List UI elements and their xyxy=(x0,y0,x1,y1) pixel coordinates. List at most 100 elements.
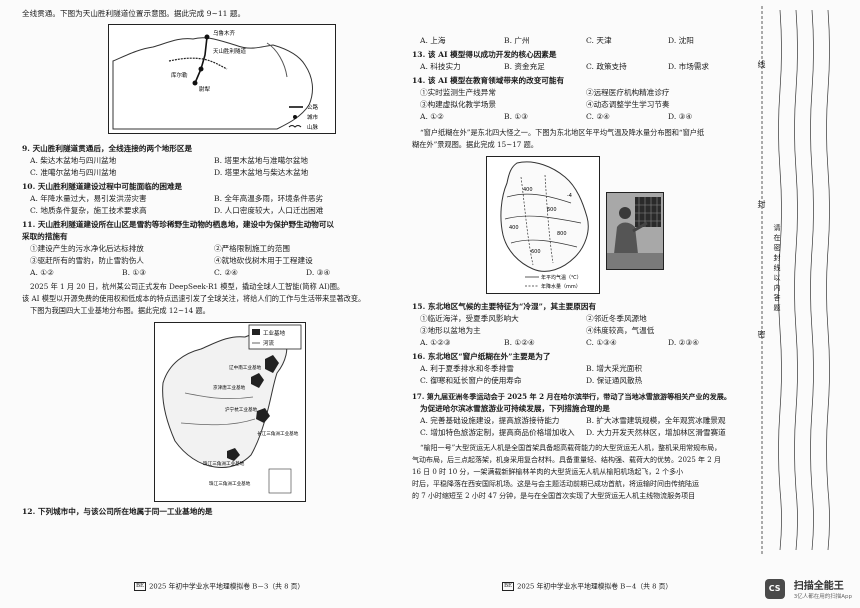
q13-option-c: C. 政策支持 xyxy=(586,62,627,71)
legend-mountain: 山脉 xyxy=(307,123,319,131)
label-zhujiang: 珠江三角洲工业基地 xyxy=(203,460,245,467)
q16-option-b: B. 增大采光面积 xyxy=(586,364,642,373)
q14-item-1: ①实时监测生产线异常 xyxy=(420,88,496,97)
q11-option-b: B. ①③ xyxy=(122,268,147,277)
northeast-climate-map: 400 600 800 400 600 -4 年平均气温（℃） 年降水量（mm） xyxy=(486,156,600,294)
passage-deepseek-1: 2025 年 1 月 20 日，杭州某公司正式发布 DeepSeek-R1 模型… xyxy=(30,282,345,291)
photo-person-arm xyxy=(632,221,648,233)
q11-item-3: ③驱赶所有的雪豹，防止雪豹伤人 xyxy=(30,256,144,265)
q10-option-c: C. 地质条件复杂，施工技术要求高 xyxy=(30,206,147,215)
question-14: 14. 该 AI 模型在教育领域带来的改变可能有 xyxy=(412,76,565,85)
binding-char-seal: 封 xyxy=(757,200,766,214)
label-yuli: 尉犁 xyxy=(199,85,211,93)
legend-city: 城市 xyxy=(307,113,319,121)
photo-person-head xyxy=(619,207,631,219)
china-map-shape xyxy=(162,331,288,468)
iso-label-6: -4 xyxy=(567,193,572,199)
binding-note: 请在密封线以内答题 xyxy=(773,224,781,314)
iso-label-1: 400 xyxy=(523,187,533,193)
legend-city-dot xyxy=(293,115,297,119)
legend-base-swatch xyxy=(252,329,260,335)
q10-option-a: A. 年降水量过大，易引发洪涝灾害 xyxy=(30,194,147,203)
q12-option-b: B. 广州 xyxy=(504,36,530,45)
base-jingjintang xyxy=(251,373,264,388)
industrial-base-map: 工业基地 河流 辽中南工业基地 京津唐工业基地 沪宁杭工业基地 长江三角洲工业基… xyxy=(154,322,306,502)
china-outline xyxy=(112,37,313,130)
question-12: 12. 下列城市中，与该公司所在地属于同一工业基地的是 xyxy=(22,507,213,516)
city-korla xyxy=(198,66,204,72)
q16-option-c: C. 御寒和延长窗户的使用寿命 xyxy=(420,376,522,385)
city-urumqi xyxy=(204,34,210,40)
question-10: 10. 天山胜利隧道建设过程中可能面临的困难是 xyxy=(22,182,183,191)
binding-char-line: 线 xyxy=(757,60,766,74)
q11-item-1: ①建设产生的污水净化后达标排放 xyxy=(30,244,144,253)
legend-river: 河流 xyxy=(263,339,275,347)
south-sea-inset xyxy=(268,468,292,494)
passage-drone-1: “榆阳一号”大型货运无人机是全国首架具备超高载荷能力的大型货运无人机，整机采用常… xyxy=(420,444,722,452)
passage-intro: 全线贯通。下图为天山胜利隧道位置示意图。据此完成 9~11 题。 xyxy=(22,9,246,18)
label-zhujiang-2: 珠江三角洲工业基地 xyxy=(209,480,251,487)
passage-drone-5: 的 7 小时缩短至 2 小时 47 分钟，是与在全国首次实现了大型货运无人机主线… xyxy=(412,492,696,500)
q14-item-3: ③构建虚拟化教学场景 xyxy=(420,100,496,109)
window-paper-photo xyxy=(606,192,664,270)
q17-option-a: A. 完善基础设施建设，提高旅游接待能力 xyxy=(420,416,560,425)
iso-label-3: 800 xyxy=(557,231,567,237)
q14-item-2: ②远程医疗机构精准诊疗 xyxy=(586,88,670,97)
question-16: 16. 东北地区“窗户纸糊在外”主要是为了 xyxy=(412,352,551,361)
coast-line xyxy=(266,42,288,78)
q16-option-d: D. 保证通风散热 xyxy=(586,376,643,385)
tunnel-location-map: 乌鲁木齐 天山胜利隧道 库尔勒 尉犁 公路 城市 山脉 xyxy=(108,24,336,134)
q17-option-c: C. 增加特色旅游定制，提高商品价格增加收入 xyxy=(420,428,575,437)
highway-route xyxy=(194,36,208,84)
binding-lines xyxy=(761,6,830,554)
question-13: 13. 该 AI 模型得以成功开发的核心因素是 xyxy=(412,50,557,59)
city-yuli xyxy=(192,80,198,86)
question-11-cont: 采取的措施有 xyxy=(22,232,68,241)
passage-window-paper-2: 糊在外”景观图。据此完成 15~17 题。 xyxy=(412,140,538,149)
base-liaozhongnan xyxy=(265,355,279,373)
cs-logo-icon: CS xyxy=(764,578,785,599)
passage-window-paper-1: “窗户纸糊在外”是东北四大怪之一。下图为东北地区年平均气温及降水量分布图和“窗户… xyxy=(420,128,705,137)
q15-option-a: A. ①②③ xyxy=(420,338,451,347)
mountain-range xyxy=(168,57,228,70)
photo-svg xyxy=(607,193,663,269)
q13-option-a: A. 科技实力 xyxy=(420,62,461,71)
question-9: 9. 天山胜利隧道贯通后，全线连接的两个地形区是 xyxy=(22,144,193,153)
passage-deepseek-2: 该 AI 模型以开源免费的使用权和低成本的特点迅速引发了全球关注，将给人们的工作… xyxy=(22,294,366,303)
photo-window xyxy=(635,197,661,227)
footer-text-right: 2025 年初中学业水平地理模拟卷 B－4（共 8 页） xyxy=(517,582,673,591)
q10-option-d: D. 人口密度较大，人口迁出困难 xyxy=(214,206,324,215)
q15-item-3: ③地形以盆地为主 xyxy=(420,326,481,335)
watermark-text: 扫描全能王 3亿人都在用的扫描App xyxy=(794,577,852,600)
river-changjiang xyxy=(180,418,256,426)
iso-label-2: 600 xyxy=(547,207,557,213)
q13-option-d: D. 市场需求 xyxy=(668,62,710,71)
q11-item-2: ②严格限制施工的范围 xyxy=(214,244,290,253)
q11-option-d: D. ③④ xyxy=(306,268,331,277)
passage-drone-3: 16 日 0 时 10 分，一架满载新鲜榆林羊肉的大型货运无人机从榆阳机场起飞，… xyxy=(412,468,684,476)
label-liaozhongnan: 辽中南工业基地 xyxy=(229,364,262,371)
q14-option-a: A. ①② xyxy=(420,112,444,121)
label-jingjintang: 京津唐工业基地 xyxy=(213,384,246,391)
legend-temp: 年平均气温（℃） xyxy=(541,274,582,281)
base-zhujiang xyxy=(227,448,240,461)
q15-option-c: C. ①③④ xyxy=(586,338,617,347)
binding-char-secret: 密 xyxy=(757,330,766,344)
q12-option-c: C. 天津 xyxy=(586,36,612,45)
q14-option-c: C. ②④ xyxy=(586,112,610,121)
footer-tag-right: BE xyxy=(502,582,515,592)
q11-item-4: ④就地砍伐树木用于工程建设 xyxy=(214,256,313,265)
q14-option-b: B. ①③ xyxy=(504,112,529,121)
q12-option-a: A. 上海 xyxy=(420,36,446,45)
q12-option-d: D. 沈阳 xyxy=(668,36,694,45)
footer-tag: BE xyxy=(134,582,147,592)
iso-label-5: 600 xyxy=(531,249,541,255)
rain-isoline-2 xyxy=(544,174,554,264)
river-huanghe xyxy=(184,392,254,400)
q15-option-d: D. ②③④ xyxy=(668,338,700,347)
photo-window-grid xyxy=(635,197,661,227)
q9-option-a: A. 柴达木盆地与四川盆地 xyxy=(30,156,117,165)
industrial-map-svg: 工业基地 河流 辽中南工业基地 京津唐工业基地 沪宁杭工业基地 长江三角洲工业基… xyxy=(162,324,302,494)
